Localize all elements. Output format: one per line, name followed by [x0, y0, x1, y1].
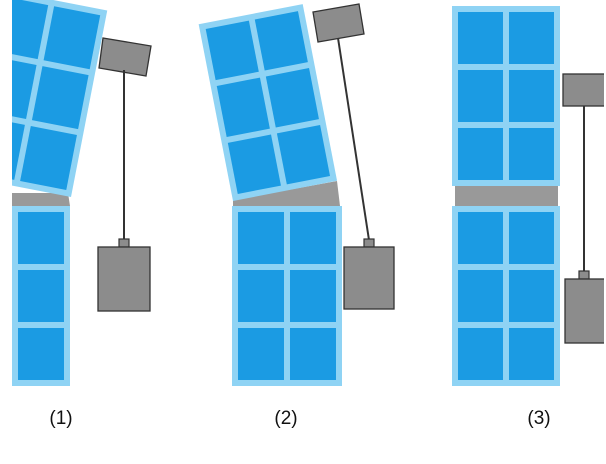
fig1-weight-connector — [118, 238, 130, 248]
fig3-weight-connector — [578, 270, 590, 280]
fig3-lower-panel — [452, 206, 560, 386]
fig2-weight — [343, 246, 395, 310]
fig1-upper-panel — [0, 0, 108, 197]
fig2-anchor-block — [312, 3, 365, 43]
fig3-upper-panel — [452, 6, 560, 186]
fig3-anchor-block — [562, 73, 606, 107]
figure-2 — [198, 3, 395, 386]
fig2-upper-panel — [198, 4, 338, 201]
fig3-weight — [564, 278, 606, 344]
caption-figure-3: (3) — [527, 408, 551, 429]
fig1-lower-panel — [12, 206, 70, 386]
fig2-weight-connector — [363, 238, 375, 248]
fig3-joint — [455, 186, 558, 206]
figure-1 — [0, 0, 152, 400]
fig1-weight — [97, 246, 151, 312]
fig1-anchor-block — [98, 37, 152, 77]
caption-figure-2: (2) — [274, 408, 298, 429]
fig2-wire — [337, 37, 370, 241]
figure-3 — [452, 0, 606, 400]
caption-figure-1: (1) — [49, 408, 73, 429]
fig2-lower-panel — [232, 206, 342, 386]
fig1-joint — [12, 193, 70, 206]
fig2-joint — [233, 181, 340, 206]
